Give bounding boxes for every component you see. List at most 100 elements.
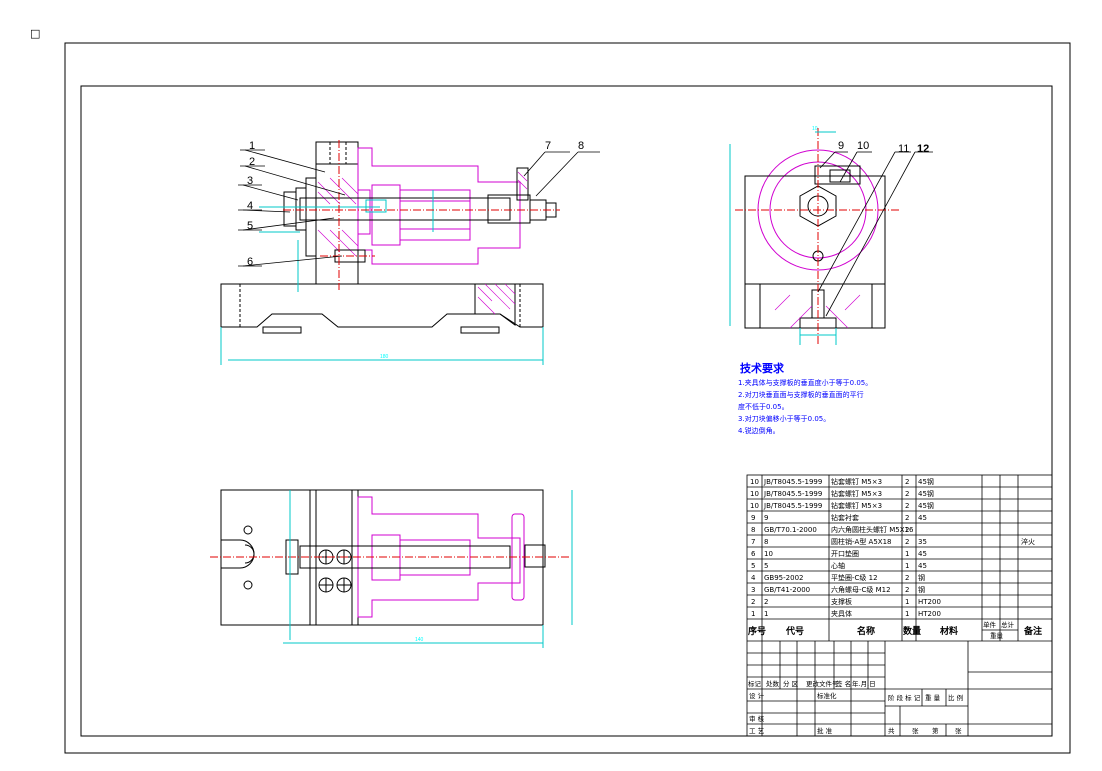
svg-text:1: 1 [905, 610, 909, 618]
parts-row: 2 2 支撑板 1 HT200 [751, 597, 941, 606]
svg-text:7: 7 [751, 538, 755, 546]
outer-border [64, 42, 1071, 754]
svg-text:45钢: 45钢 [918, 501, 934, 510]
label-standard: 标准化 [817, 691, 837, 700]
header-qty: 数量 [903, 625, 921, 637]
header-no: 序号 [748, 625, 766, 637]
svg-text:9: 9 [764, 514, 768, 522]
parts-row: 9 9 钻套衬套 2 45 [751, 513, 927, 522]
svg-text:GB95-2002: GB95-2002 [764, 574, 803, 582]
svg-text:8: 8 [764, 538, 768, 546]
label-process: 工 艺 [749, 727, 765, 735]
tech-line-3: 度不低于0.05。 [738, 402, 789, 411]
label-total-sheets: 共 [888, 726, 895, 735]
parts-row: 10 JB/T8045.5-1999 钻套螺钉 M5×3 2 45钢 [750, 501, 934, 510]
balloon-9: 9 [838, 140, 844, 152]
svg-text:2: 2 [905, 502, 909, 510]
label-stage: 阶 段 标 记 [888, 693, 921, 702]
label-weight: 重 量 [925, 694, 941, 702]
balloon-6: 6 [247, 256, 253, 268]
svg-text:45: 45 [918, 562, 927, 570]
svg-text:内六角圆柱头螺钉 M5X16: 内六角圆柱头螺钉 M5X16 [831, 525, 914, 534]
svg-text:2: 2 [905, 514, 909, 522]
svg-text:1: 1 [905, 562, 909, 570]
parts-header: 序号 代号 名称 数量 材料 单件 总计 重量 备注 [748, 620, 1042, 640]
tech-requirements: 技术要求 1.夹具体与支撑板的垂直度小于等于0.05。 2.对刀块垂直面与支撑板… [738, 361, 872, 435]
parts-row: 6 10 开口垫圈 1 45 [751, 549, 927, 558]
tech-requirements-title: 技术要求 [740, 361, 785, 375]
svg-text:5: 5 [751, 562, 755, 570]
svg-text:钻套衬套: 钻套衬套 [831, 513, 859, 522]
svg-text:平垫圈-C级 12: 平垫圈-C级 12 [831, 573, 878, 582]
svg-text:1: 1 [751, 610, 755, 618]
header-material: 材料 [939, 625, 958, 637]
parts-row: 3 GB/T41-2000 六角螺母-C级 M12 2 钢 [751, 585, 925, 594]
svg-text:180: 180 [380, 354, 389, 360]
label-change-doc: 更改文件号 [806, 679, 839, 688]
label-sheet-no: 第 [932, 726, 939, 735]
svg-text:10: 10 [764, 550, 773, 558]
label-design: 设 计 [749, 691, 765, 700]
parts-row: 10 JB/T8045.5-1999 钻套螺钉 M5×3 2 45钢 [750, 489, 934, 498]
svg-text:3: 3 [751, 586, 755, 594]
front-view: 180 [220, 140, 600, 365]
svg-text:45: 45 [918, 550, 927, 558]
label-sheets-unit: 张 [912, 726, 919, 735]
svg-text:JB/T8045.5-1999: JB/T8045.5-1999 [763, 490, 822, 498]
tech-line-5: 4.锐边倒角。 [738, 426, 780, 435]
svg-text:45: 45 [918, 514, 927, 522]
svg-text:140: 140 [415, 637, 424, 643]
balloon-11: 11 [898, 143, 909, 155]
label-date: 年.月.日 [852, 679, 876, 688]
svg-text:2: 2 [764, 598, 768, 606]
svg-text:2: 2 [905, 538, 909, 546]
label-mark: 标记 [748, 679, 762, 688]
parts-row: 4 GB95-2002 平垫圈-C级 12 2 钢 [751, 573, 925, 582]
svg-text:夹具体: 夹具体 [831, 609, 852, 618]
svg-text:六角螺母-C级 M12: 六角螺母-C级 M12 [831, 585, 891, 594]
svg-text:6: 6 [751, 550, 756, 558]
svg-text:10: 10 [750, 478, 759, 486]
inner-frame [80, 85, 1053, 737]
svg-text:2: 2 [751, 598, 755, 606]
tech-line-2: 2.对刀块垂直面与支撑板的垂直面的平行 [738, 390, 864, 399]
svg-text:10: 10 [812, 126, 818, 132]
tech-line-1: 1.夹具体与支撑板的垂直度小于等于0.05。 [738, 378, 872, 387]
label-zone: 分 区 [783, 679, 799, 688]
label-count: 处数 [766, 679, 780, 688]
window-marker[interactable]: □ [30, 27, 40, 40]
svg-text:10: 10 [750, 490, 759, 498]
balloon-2: 2 [249, 156, 255, 168]
svg-text:5: 5 [764, 562, 768, 570]
svg-text:HT200: HT200 [918, 610, 941, 618]
svg-text:钢: 钢 [918, 573, 925, 582]
balloon-4: 4 [247, 200, 253, 212]
balloon-1: 1 [249, 140, 255, 152]
svg-text:1: 1 [905, 598, 909, 606]
svg-text:10: 10 [750, 502, 759, 510]
svg-text:2: 2 [905, 478, 909, 486]
label-scale: 比 例 [948, 693, 963, 702]
parts-row: 1 1 夹具体 1 HT200 [751, 609, 941, 618]
svg-text:45钢: 45钢 [918, 489, 934, 498]
header-total-weight: 总计 [1001, 620, 1015, 629]
header-code: 代号 [785, 625, 804, 637]
svg-text:2: 2 [905, 526, 909, 534]
label-review: 审 核 [749, 714, 765, 723]
balloon-3: 3 [247, 175, 253, 187]
balloon-10: 10 [857, 140, 869, 152]
svg-text:开口垫圈: 开口垫圈 [831, 549, 859, 558]
title-block: 标记 处数 分 区 更改文件号 签 名 年.月.日 设 计 标准化 阶 段 标 … [748, 679, 963, 735]
parts-list [746, 474, 1053, 737]
svg-text:心轴: 心轴 [831, 561, 845, 570]
svg-text:圆柱销-A型 A5X18: 圆柱销-A型 A5X18 [831, 537, 891, 546]
svg-text:9: 9 [751, 514, 755, 522]
svg-text:钻套螺钉 M5×3: 钻套螺钉 M5×3 [831, 477, 882, 486]
label-approve: 批 准 [817, 726, 833, 735]
svg-text:JB/T8045.5-1999: JB/T8045.5-1999 [763, 478, 822, 486]
svg-text:8: 8 [751, 526, 755, 534]
svg-text:HT200: HT200 [918, 598, 941, 606]
svg-text:35: 35 [918, 538, 927, 546]
svg-text:2: 2 [905, 490, 909, 498]
